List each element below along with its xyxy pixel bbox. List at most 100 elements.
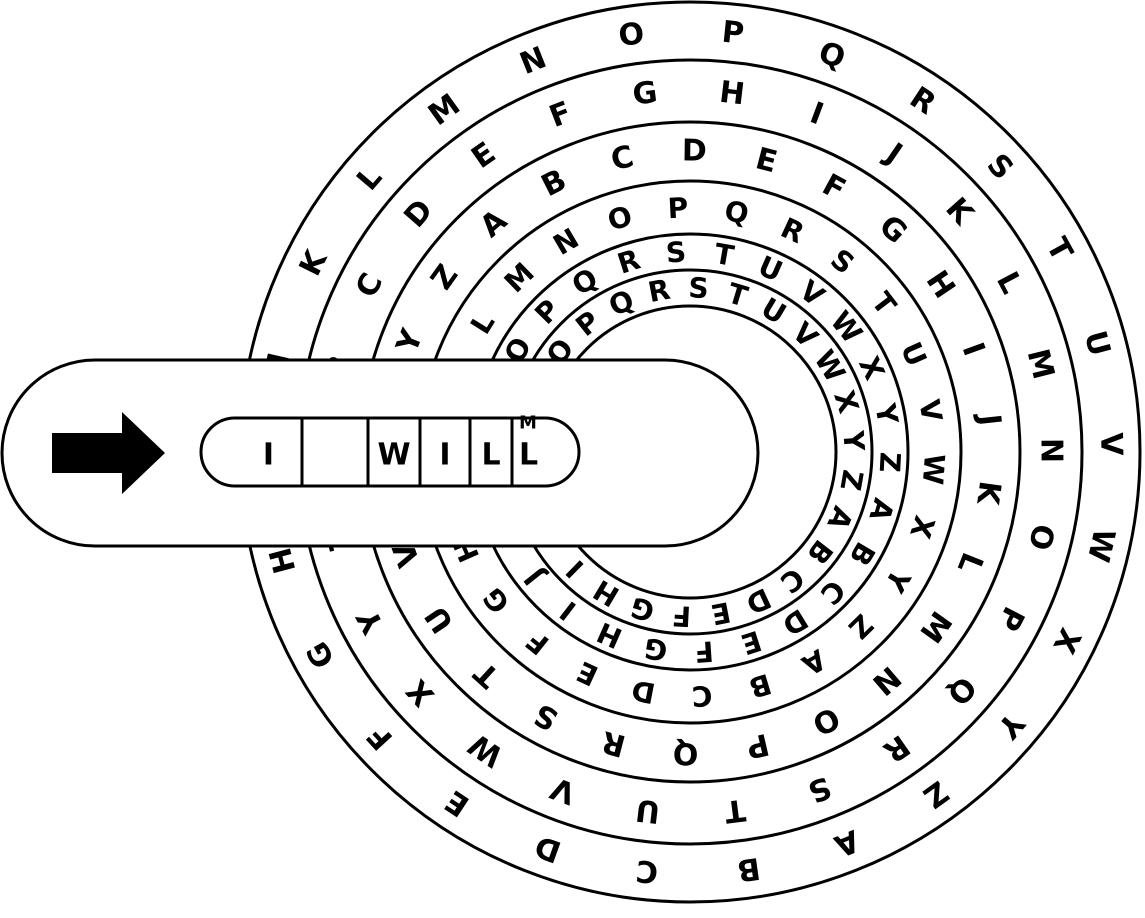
ring-4-letter: O bbox=[604, 199, 636, 237]
ring-1-letter: K bbox=[293, 244, 335, 282]
ring-5-letter: S bbox=[665, 235, 687, 269]
ring-4-letter: L bbox=[464, 307, 502, 340]
ring-5-letter: E bbox=[737, 624, 765, 661]
ring-3-letter: Y bbox=[390, 323, 431, 358]
ring-5-letter: T bbox=[712, 237, 736, 273]
ring-2-letter: J bbox=[878, 135, 909, 171]
ring-4-letter: Y bbox=[878, 562, 918, 598]
ring-3-letter: F bbox=[816, 167, 851, 208]
ring-1-letter: T bbox=[1039, 232, 1080, 267]
ring-2-letter: M bbox=[1020, 345, 1061, 382]
ring-6-letter: G bbox=[627, 590, 659, 628]
ring-4-letter: U bbox=[894, 337, 933, 371]
ring-1-letter: L bbox=[350, 160, 389, 197]
ring-3-letter: P bbox=[743, 726, 772, 765]
ring-4-letter: Z bbox=[842, 608, 880, 646]
ring-4-letter: W bbox=[916, 453, 951, 486]
ring-3-letter: B bbox=[536, 163, 572, 205]
ring-6-letter: Z bbox=[833, 467, 869, 493]
ring-5-letter: R bbox=[613, 243, 644, 281]
readout-letter: I bbox=[263, 438, 274, 473]
ring-5-letter: Z bbox=[873, 451, 907, 473]
readout-letter: I bbox=[439, 438, 450, 473]
readout-window-frame bbox=[199, 416, 581, 488]
ring-4-letter: G bbox=[476, 581, 516, 619]
ring-3-letter: N bbox=[865, 659, 907, 702]
ring-5-letter: W bbox=[824, 305, 869, 350]
ring-2-letter: T bbox=[722, 792, 747, 829]
readout-partial-letter: M bbox=[519, 413, 537, 434]
ring-1-letter: F bbox=[360, 718, 400, 757]
ring-1-letter: P bbox=[720, 15, 745, 52]
ring-5-letter: A bbox=[862, 495, 900, 526]
ring-3-letter: C bbox=[608, 139, 637, 178]
readout-letter: L bbox=[519, 438, 538, 473]
ring-2-letter: S bbox=[803, 769, 836, 809]
ring-2-letter: K bbox=[938, 191, 981, 233]
ring-2-letter: I bbox=[805, 96, 828, 133]
ring-5-letter: J bbox=[518, 562, 552, 592]
ring-1-letter: O bbox=[616, 16, 646, 54]
ring-3-letter: Q bbox=[673, 735, 699, 770]
ring-4-letter: M bbox=[498, 256, 541, 299]
ring-2-letter: Q bbox=[940, 669, 983, 711]
ring-1-letter: D bbox=[530, 828, 565, 869]
ring-1-letter: X bbox=[1046, 622, 1088, 658]
ring-2-letter: V bbox=[546, 769, 581, 810]
ring-4-letter: S bbox=[824, 242, 860, 280]
ring-4-letter: C bbox=[691, 679, 713, 713]
ring-4-letter: P bbox=[667, 191, 689, 225]
ring-3-letter: T bbox=[467, 654, 506, 694]
ring-5-letter: G bbox=[642, 631, 670, 667]
ring-2-letter: U bbox=[634, 792, 662, 830]
ring-3-letter: Z bbox=[424, 258, 465, 296]
ring-1-letter: U bbox=[1077, 327, 1117, 360]
ring-1-letter: M bbox=[422, 87, 467, 133]
ring-3-letter: J bbox=[971, 411, 1007, 428]
ring-6-letter: I bbox=[560, 553, 591, 584]
ring-6-letter: R bbox=[645, 273, 672, 309]
ring-6-letter: X bbox=[827, 387, 865, 418]
ring-6-letter: Y bbox=[836, 429, 870, 453]
ring-2-letter: E bbox=[465, 135, 502, 175]
ring-1-letter: Z bbox=[917, 773, 955, 814]
ring-1-letter: A bbox=[829, 822, 864, 863]
arrow-icon bbox=[52, 412, 165, 494]
ring-4-letter: A bbox=[796, 642, 832, 682]
ring-2-letter: D bbox=[397, 193, 440, 235]
ring-3-letter: M bbox=[912, 604, 958, 649]
ring-3-letter: O bbox=[807, 699, 846, 742]
ring-5-letter: Y bbox=[868, 400, 905, 428]
ring-2-letter: C bbox=[349, 268, 390, 304]
ring-4-letter: T bbox=[865, 286, 903, 321]
ring-2-letter: O bbox=[1021, 520, 1061, 553]
readout-letter: L bbox=[481, 438, 500, 473]
ring-1-letter: R bbox=[903, 80, 942, 122]
ring-1-letter: W bbox=[1080, 525, 1121, 565]
ring-4-letter: N bbox=[548, 222, 585, 262]
ring-4-letter: F bbox=[520, 624, 556, 662]
ring-5-letter: I bbox=[554, 594, 582, 627]
ring-3-letter: K bbox=[969, 479, 1007, 509]
ring-6-letter: S bbox=[688, 271, 710, 305]
ring-6-letter: T bbox=[724, 276, 752, 313]
ring-5-letter: F bbox=[693, 634, 714, 668]
ring-1-letter: E bbox=[439, 783, 475, 824]
ring-3-letter: A bbox=[473, 202, 514, 244]
ring-3-letter: I bbox=[955, 338, 992, 360]
ring-1-letter: H bbox=[263, 544, 303, 577]
ring-6-letter: F bbox=[671, 599, 692, 633]
ring-4-letter: B bbox=[745, 667, 775, 705]
ring-6-letter: W bbox=[808, 344, 852, 388]
ring-2-letter: G bbox=[631, 75, 660, 113]
ring-3-letter: H bbox=[919, 265, 962, 305]
ring-1-letter: Y bbox=[989, 705, 1031, 746]
ring-4-letter: Q bbox=[722, 194, 752, 231]
readout-letter: W bbox=[377, 438, 410, 473]
ring-3-letter: S bbox=[528, 696, 564, 737]
ring-2-letter: H bbox=[718, 75, 747, 113]
ring-1-letter: V bbox=[1093, 432, 1128, 457]
ring-3-letter: R bbox=[598, 723, 629, 763]
